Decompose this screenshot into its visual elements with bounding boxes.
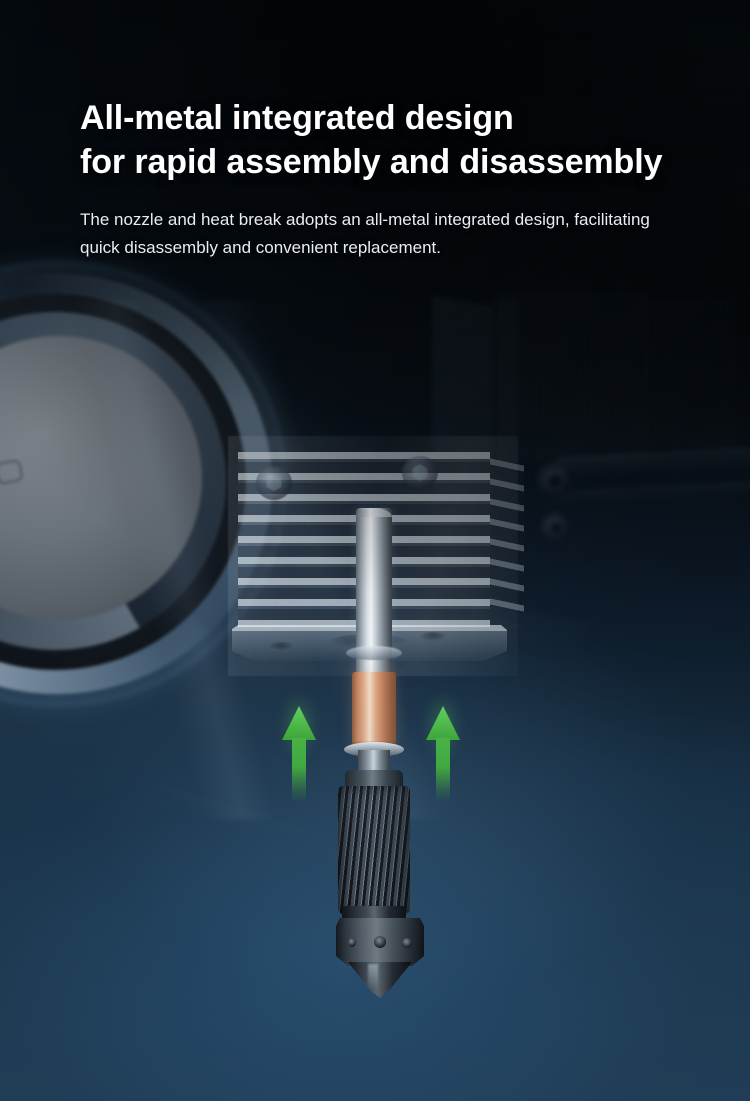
shaft-collar <box>346 646 402 660</box>
machine-washer <box>540 512 572 544</box>
page-description: The nozzle and heat break adopts an all-… <box>80 210 650 257</box>
copy-block: All-metal integrated design for rapid as… <box>80 96 710 262</box>
machine-rod <box>555 446 750 480</box>
assembly-arrow-left-icon <box>273 697 325 807</box>
nozzle-hex-body <box>336 918 424 966</box>
copper-heat-break <box>352 672 396 748</box>
threaded-barrel <box>338 786 410 914</box>
arrow-tail <box>292 738 306 802</box>
nozzle-side-mark <box>348 938 356 947</box>
nozzle-tip <box>348 962 412 998</box>
nozzle-side-mark <box>402 938 412 948</box>
machine-rod <box>555 480 750 506</box>
arrow-tail <box>436 738 450 802</box>
machine-ribs <box>500 292 650 462</box>
nozzle-center-mark <box>374 936 386 948</box>
page-title: All-metal integrated design for rapid as… <box>80 99 663 181</box>
nozzle-tip-highlight <box>368 964 378 990</box>
machine-ribs <box>648 300 734 450</box>
thread-base-ring <box>342 906 406 920</box>
machine-washer <box>536 462 574 500</box>
assembly-arrow-right-icon <box>417 697 469 807</box>
